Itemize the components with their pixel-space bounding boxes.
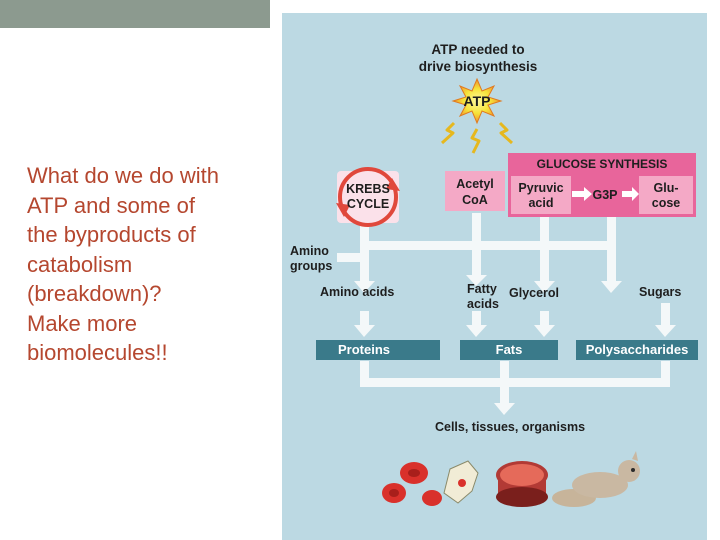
pyruvic-label-line2: acid bbox=[528, 196, 553, 210]
amino-acids-label: Amino acids bbox=[320, 285, 394, 299]
tissue-cell-illustration bbox=[443, 460, 479, 504]
diagram-title-line1: ATP needed to bbox=[431, 42, 524, 57]
lightning-bolt-icon bbox=[440, 121, 456, 145]
glucose-label-line1: Glu- bbox=[654, 181, 679, 195]
energy-bolts bbox=[440, 121, 514, 154]
fats-box: Fats bbox=[460, 340, 558, 360]
acetyl-label-line1: Acetyl bbox=[456, 177, 494, 191]
cells-tissues-organisms-label: Cells, tissues, organisms bbox=[435, 420, 585, 434]
amino-groups-label-line1: Amino bbox=[290, 244, 329, 258]
pyruvic-label-line1: Pyruvic bbox=[518, 181, 563, 195]
body-line: Make more bbox=[27, 310, 138, 336]
biosynthesis-diagram: ATP needed to drive biosynthesis ATP bbox=[282, 13, 707, 540]
krebs-cycle: KREBS CYCLE bbox=[336, 167, 400, 227]
slide-body-text: What do we do with ATP and some of the b… bbox=[27, 161, 267, 368]
polysaccharides-label: Polysaccharides bbox=[586, 342, 689, 357]
acetyl-label-line2: CoA bbox=[462, 193, 488, 207]
glucose-label-line2: cose bbox=[652, 196, 681, 210]
diagram-background bbox=[282, 13, 707, 540]
lightning-bolt-icon bbox=[470, 128, 481, 154]
diagram-title-line2: drive biosynthesis bbox=[419, 59, 538, 74]
body-line: What do we do with bbox=[27, 163, 219, 188]
g3p-label: G3P bbox=[592, 188, 617, 202]
body-line: biomolecules!! bbox=[27, 340, 168, 365]
atp-starburst: ATP bbox=[451, 77, 503, 125]
lightning-bolt-icon bbox=[498, 121, 514, 145]
body-line: (breakdown)? bbox=[27, 281, 162, 306]
fatty-acids-label-line2: acids bbox=[467, 297, 499, 311]
glucose-synthesis-title: GLUCOSE SYNTHESIS bbox=[537, 157, 668, 171]
glycerol-label: Glycerol bbox=[509, 286, 559, 300]
fats-label: Fats bbox=[496, 342, 523, 357]
krebs-label-line2: CYCLE bbox=[347, 197, 389, 211]
pathway-arrows bbox=[337, 213, 676, 415]
amino-groups-label-line2: groups bbox=[290, 259, 332, 273]
title-accent-bar bbox=[0, 0, 270, 28]
muscle-fiber-illustration bbox=[496, 461, 548, 507]
body-line: the byproducts of bbox=[27, 222, 196, 247]
sugars-label: Sugars bbox=[639, 285, 681, 299]
body-line: catabolism bbox=[27, 251, 133, 277]
atp-label: ATP bbox=[464, 93, 491, 109]
krebs-label-line1: KREBS bbox=[346, 182, 390, 196]
proteins-label: Proteins bbox=[338, 342, 390, 357]
acetyl-coa-box: Acetyl CoA bbox=[445, 171, 505, 211]
body-line: ATP and some of bbox=[27, 192, 195, 218]
glucose-synthesis-panel: GLUCOSE SYNTHESIS Pyruvic acid G3P Glu- … bbox=[508, 153, 696, 217]
fatty-acids-label-line1: Fatty bbox=[467, 282, 497, 296]
squirrel-illustration bbox=[552, 451, 640, 507]
proteins-box: Proteins bbox=[316, 340, 440, 360]
red-blood-cells-illustration bbox=[382, 462, 442, 506]
polysaccharides-box: Polysaccharides bbox=[576, 340, 698, 360]
